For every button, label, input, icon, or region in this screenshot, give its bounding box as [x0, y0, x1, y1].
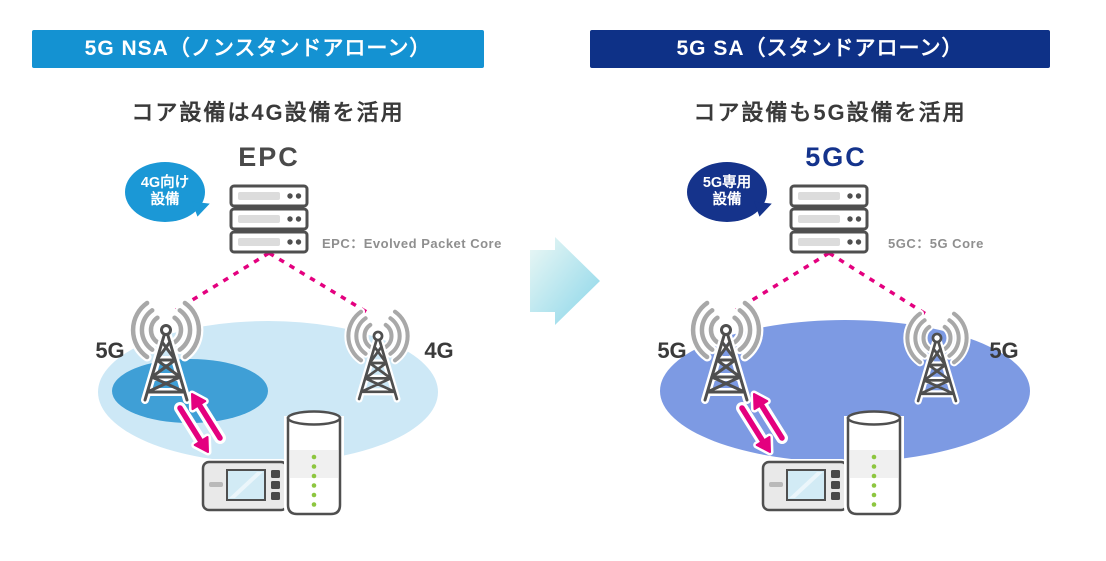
- nsa-equipment-bubble: 4G向け 設備: [125, 162, 205, 222]
- nsa-bubble-line2: 設備: [150, 192, 180, 208]
- nsa-mobile-router-icon: [198, 457, 292, 515]
- transition-arrow-icon: [530, 237, 600, 325]
- nsa-header-banner: 5G NSA（ノンスタンドアローン）: [32, 30, 484, 68]
- sa-home-router-icon: [842, 410, 906, 520]
- nsa-tower-left-label: 5G: [95, 338, 125, 363]
- nsa-subtitle: コア設備は4G設備を活用: [131, 100, 405, 125]
- nsa-core-note: EPC：Evolved Packet Core: [322, 236, 502, 251]
- nsa-tower-right-label: 4G: [424, 338, 454, 363]
- sa-core-note: 5GC：5G Core: [888, 236, 984, 251]
- sa-tower-left-label: 5G: [657, 338, 687, 363]
- sa-header-banner: 5G SA（スタンドアローン）: [590, 30, 1050, 68]
- sa-tower-right-label: 5G: [989, 338, 1019, 363]
- sa-core-title: 5GC: [805, 142, 867, 172]
- nsa-core-link-right: [268, 251, 371, 316]
- sa-equipment-bubble: 5G専用 設備: [687, 162, 767, 222]
- sa-core-link-right: [828, 251, 930, 318]
- sa-server-rack-icon: [789, 184, 869, 254]
- nsa-server-rack-icon: [229, 184, 309, 254]
- nsa-bubble-line1: 4G向け: [140, 174, 190, 191]
- sa-bubble-line2: 設備: [712, 192, 742, 208]
- sa-bubble-line1: 5G専用: [702, 174, 752, 191]
- nsa-core-title: EPC: [238, 142, 300, 172]
- sa-subtitle: コア設備も5G設備を活用: [693, 100, 967, 125]
- nsa-home-router-icon: [282, 410, 346, 520]
- sa-mobile-router-icon: [758, 457, 852, 515]
